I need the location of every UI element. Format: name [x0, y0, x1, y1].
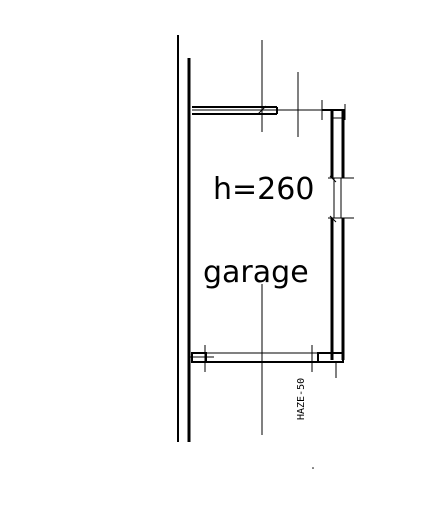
room-label-garage: garage	[203, 255, 309, 290]
bottom-wall	[188, 345, 344, 378]
window-opening	[328, 160, 354, 223]
height-label: h=260	[213, 172, 314, 207]
left-exterior-wall	[177, 35, 191, 442]
vertical-note: HAZE-50	[296, 378, 307, 420]
dimension-ticks-top	[257, 40, 346, 137]
right-wall	[330, 110, 345, 360]
speck-mark	[312, 467, 314, 469]
top-wall	[192, 106, 345, 115]
